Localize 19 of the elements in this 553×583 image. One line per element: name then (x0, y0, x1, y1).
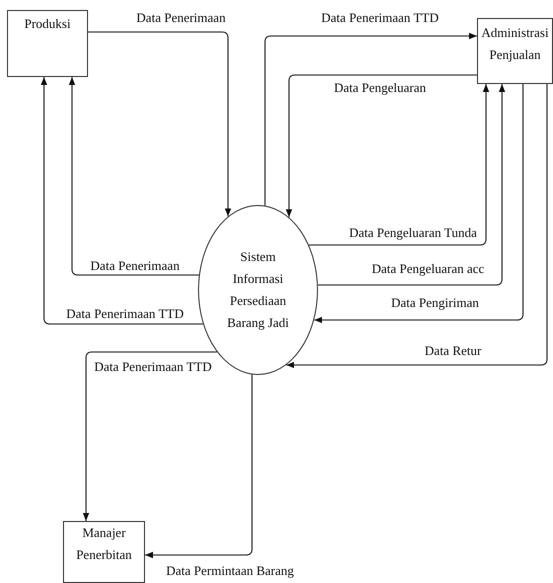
external-entity-box: Manajer Penerbitan (63, 521, 145, 583)
edge-label: Data Pengeluaran acc (370, 261, 486, 277)
external-entity-box: Produksi (7, 10, 88, 77)
data-flow-arrow (145, 374, 253, 558)
data-flow-arrow (40, 77, 203, 325)
edge-label: Data Pengiriman (390, 295, 480, 311)
data-flow-arrow (286, 74, 477, 218)
data-flow-arrow (88, 31, 232, 216)
data-flow-arrow (286, 84, 548, 368)
edge-label: Data Pengeluaran Tunda (348, 225, 478, 241)
data-flow-arrow (68, 77, 199, 276)
edge-label: Data Permintaan Barang (165, 563, 295, 579)
edge-label: Data Pengeluaran (332, 80, 428, 96)
data-flow-arrow (82, 351, 217, 521)
data-flow-arrow (318, 84, 506, 286)
external-entity-box: Administrasi Penjualan (477, 18, 553, 84)
data-flow-arrow (308, 84, 490, 246)
data-flow-arrow (314, 84, 524, 324)
data-flow-arrow (264, 32, 477, 206)
